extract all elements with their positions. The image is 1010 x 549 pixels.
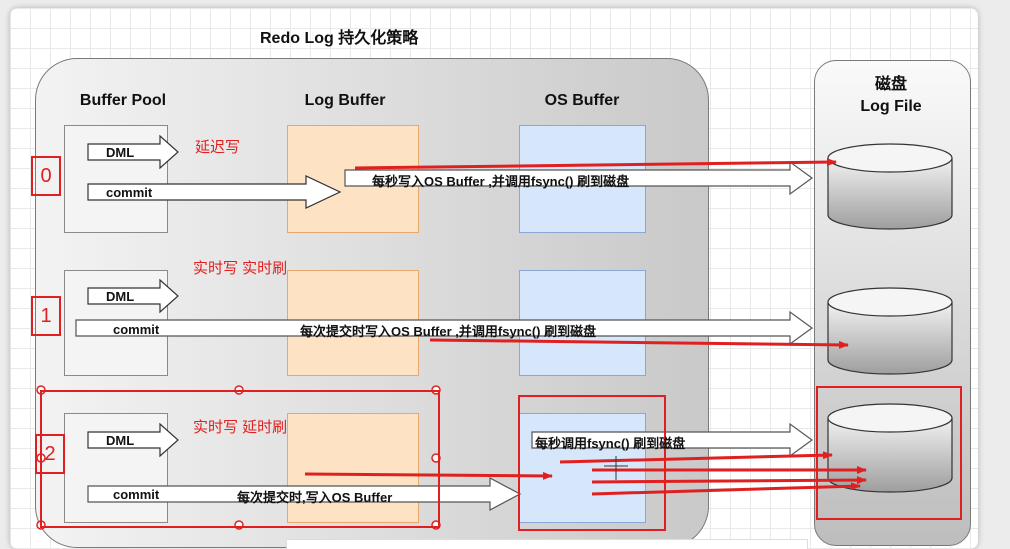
strategy-label-1: 实时写 实时刷 — [193, 260, 288, 277]
commit-label-2: commit — [113, 487, 160, 502]
flow-text-1: 每次提交时写入OS Buffer ,并调用fsync() 刷到磁盘 — [300, 324, 597, 339]
red-flush-1 — [429, 338, 849, 349]
row-number-0: 0 — [31, 156, 61, 196]
red-flush-2c — [591, 476, 867, 485]
commit-label-0: commit — [106, 185, 153, 200]
dml-label-0: DML — [106, 145, 135, 160]
flow-arrow-2 — [531, 422, 814, 458]
disk-header-line1: 磁盘 — [874, 76, 907, 93]
row2-selection-box — [40, 390, 440, 528]
dml-arrow-1 — [87, 278, 179, 314]
commit-arrow-0 — [87, 175, 342, 209]
buffer-pool-header: Buffer Pool — [79, 92, 167, 109]
dml-label-2: DML — [106, 433, 135, 448]
flow-text-2b: 每秒调用fsync() 刷到磁盘 — [535, 436, 686, 451]
bottom-panel-edge — [286, 539, 808, 549]
os-buffer-header: OS Buffer — [544, 92, 620, 109]
strategy-label-0: 延迟写 — [195, 139, 241, 156]
flow-arrow-1 — [75, 310, 814, 346]
diagram-title: Redo Log 持久化策略 — [260, 30, 419, 47]
disk-cylinder-1 — [827, 287, 953, 375]
commit-arrow-2 — [87, 477, 522, 511]
red-flush-2a — [559, 451, 833, 464]
flow-text-2: 每次提交时,写入OS Buffer — [237, 490, 393, 505]
dml-label-1: DML — [106, 289, 135, 304]
commit-label-1: commit — [113, 322, 160, 337]
row-number-2: 2 — [35, 434, 65, 474]
log-buffer-header: Log Buffer — [304, 92, 386, 109]
dml-arrow-2 — [87, 422, 179, 458]
cursor-crosshair — [604, 456, 628, 480]
disk-2-highlight — [816, 386, 962, 520]
dml-arrow-0 — [87, 134, 179, 170]
row-number-1: 1 — [31, 296, 61, 336]
flow-arrow-0 — [344, 160, 814, 196]
flow-text-0: 每秒写入OS Buffer ,并调用fsync() 刷到磁盘 — [372, 174, 630, 189]
os-buffer-box-2 — [519, 413, 646, 523]
red-flush-0 — [354, 158, 837, 170]
disk-cylinder-0 — [827, 143, 953, 230]
disk-header-line2: Log File — [860, 98, 922, 115]
buffer-pool-box-0 — [64, 125, 168, 233]
os-buffer-2-highlight — [518, 395, 666, 531]
strategy-label-2: 实时写 延时刷 — [193, 419, 288, 436]
buffer-pool-box-2 — [64, 413, 168, 523]
disk-header: 磁盘 Log File — [836, 74, 946, 118]
red-flush-2d — [591, 482, 861, 496]
log-buffer-box-2 — [287, 413, 419, 523]
selection-handles — [36, 385, 441, 530]
red-write-2 — [304, 471, 553, 480]
